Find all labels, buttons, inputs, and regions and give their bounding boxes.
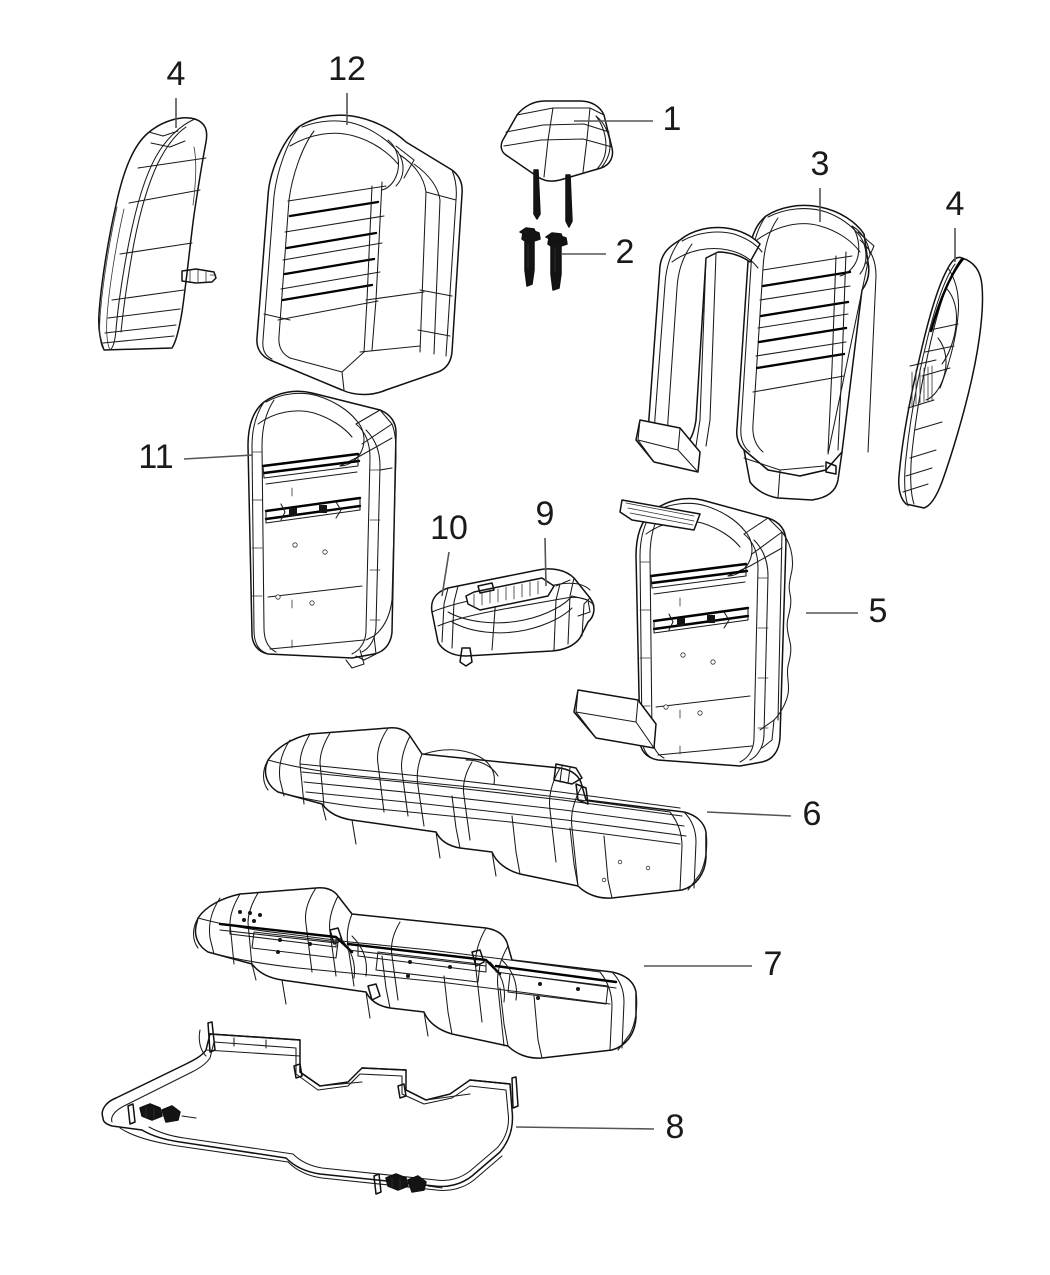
part-headrest-guide-retainer[interactable] bbox=[519, 227, 568, 291]
part-seat-back-frame-left[interactable] bbox=[247, 390, 397, 669]
callout-1[interactable]: 1 bbox=[574, 100, 681, 138]
callout-12[interactable]: 12 bbox=[328, 50, 366, 125]
callout-number-7: 7 bbox=[764, 945, 783, 983]
callout-number-11: 11 bbox=[138, 438, 173, 476]
leader-line-8 bbox=[515, 1126, 655, 1130]
part-seat-cushion-frame[interactable] bbox=[192, 887, 638, 1059]
callout-number-6: 6 bbox=[803, 795, 822, 833]
part-seat-back-cover-left[interactable] bbox=[256, 114, 463, 396]
callout-number-1: 1 bbox=[663, 100, 682, 138]
part-seat-back-side-bolster-right[interactable] bbox=[898, 256, 984, 509]
leader-line-9 bbox=[544, 537, 547, 587]
leader-line-6 bbox=[706, 811, 792, 817]
callout-4-right[interactable]: 4 bbox=[946, 185, 965, 262]
part-seat-back-cover-right[interactable] bbox=[635, 204, 877, 501]
callout-5[interactable]: 5 bbox=[806, 592, 887, 630]
callout-layer: 4 12 1 3 4 2 bbox=[138, 50, 964, 1146]
part-seat-cushion-wire-frame[interactable] bbox=[101, 1021, 519, 1195]
callout-4-left[interactable]: 4 bbox=[167, 55, 186, 128]
callout-number-4-right: 4 bbox=[946, 185, 965, 223]
callout-number-5: 5 bbox=[869, 592, 888, 630]
callout-3[interactable]: 3 bbox=[811, 145, 830, 222]
leader-line-10 bbox=[441, 551, 450, 597]
callout-number-8: 8 bbox=[666, 1108, 685, 1146]
part-armrest[interactable] bbox=[430, 568, 595, 667]
callout-10[interactable]: 10 bbox=[430, 509, 468, 597]
callout-11[interactable]: 11 bbox=[138, 438, 254, 476]
callout-9[interactable]: 9 bbox=[536, 495, 555, 587]
part-seat-back-side-bolster-left[interactable] bbox=[98, 117, 217, 351]
leader-line-11 bbox=[183, 454, 254, 460]
callout-8[interactable]: 8 bbox=[515, 1108, 685, 1146]
callout-number-9: 9 bbox=[536, 495, 555, 533]
callout-number-10: 10 bbox=[430, 509, 468, 547]
part-headrest[interactable] bbox=[500, 100, 614, 228]
callout-2[interactable]: 2 bbox=[561, 233, 634, 271]
callout-number-4-left: 4 bbox=[167, 55, 186, 93]
part-seat-back-frame-right[interactable] bbox=[573, 497, 793, 767]
callout-6[interactable]: 6 bbox=[706, 795, 822, 833]
part-seat-cushion-cover[interactable] bbox=[262, 727, 708, 899]
callout-number-2: 2 bbox=[616, 233, 635, 271]
callout-7[interactable]: 7 bbox=[644, 945, 782, 983]
callout-number-3: 3 bbox=[811, 145, 830, 183]
callout-number-12: 12 bbox=[328, 50, 366, 88]
